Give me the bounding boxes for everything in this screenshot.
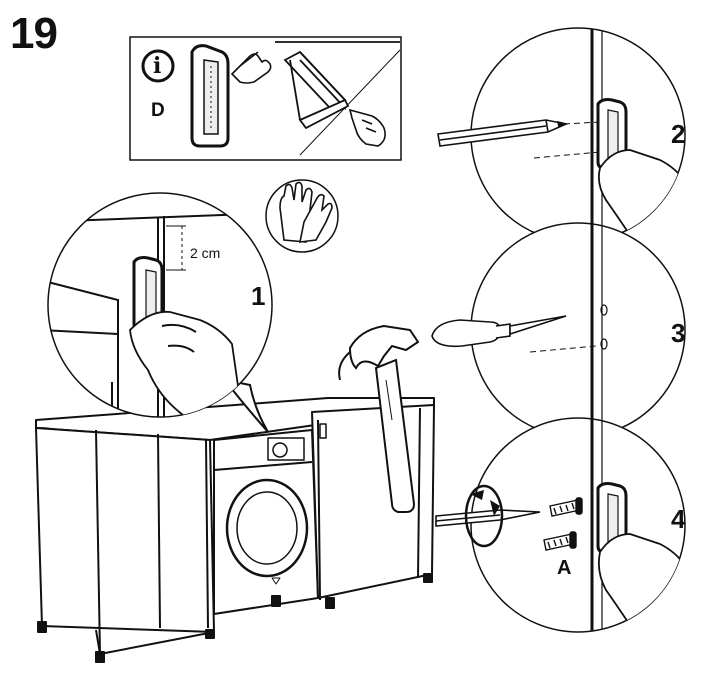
screw-label-a: A	[557, 557, 572, 579]
screw-icon	[543, 497, 583, 551]
rotation-arrow-icon	[464, 484, 504, 548]
detail-4-number: 4	[671, 504, 686, 534]
info-box	[129, 36, 402, 161]
cabinet-unit	[35, 397, 435, 663]
detail-circle-4	[470, 417, 686, 633]
detail-circle-1	[47, 192, 273, 433]
detail-circle-3	[470, 222, 686, 438]
detail-1-number: 1	[251, 281, 266, 311]
part-label-d: D	[151, 100, 165, 121]
gloves-icon	[265, 179, 339, 253]
pointing-hand-icon	[348, 108, 386, 147]
cabinet-corner	[275, 41, 401, 156]
dimension-label: 2 cm	[190, 245, 221, 261]
screwdriver-icon	[435, 509, 541, 527]
detail-3-number: 3	[671, 318, 686, 348]
step-number: 19	[10, 9, 58, 58]
hinge-part-d	[190, 44, 230, 148]
hammer-icon	[338, 324, 420, 513]
info-symbol: i	[153, 53, 162, 79]
detail-2-number: 2	[671, 119, 686, 149]
info-icon	[141, 49, 175, 83]
correct-hand-icon	[230, 51, 272, 84]
pencil-icon	[437, 119, 569, 147]
awl-icon	[431, 315, 567, 348]
detail-circle-2	[470, 27, 686, 243]
